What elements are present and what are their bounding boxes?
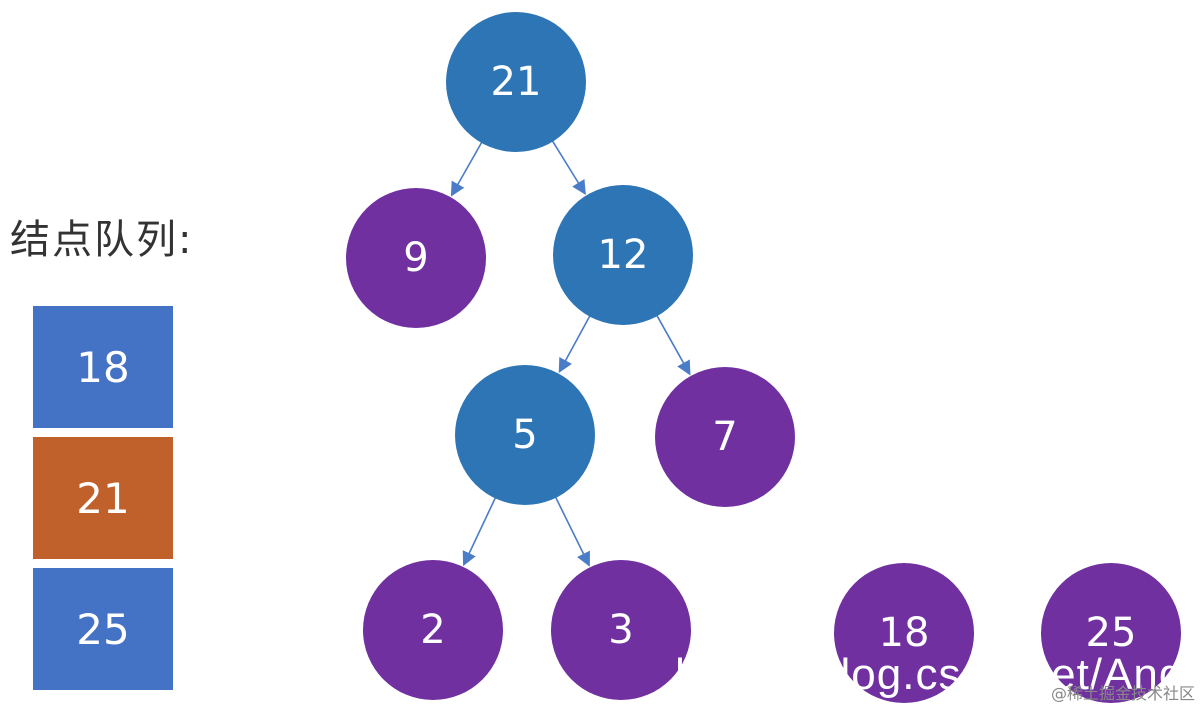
queue-item-1: 18	[33, 306, 173, 428]
node-circle	[1041, 563, 1181, 703]
node-label: 5	[512, 412, 537, 458]
tree-node-5: 5	[455, 365, 595, 505]
edge-n5-n3	[554, 495, 590, 567]
node-circle	[553, 185, 693, 325]
node-circle	[446, 12, 586, 152]
node-circle	[346, 188, 486, 328]
edge-n5-n2	[462, 496, 497, 567]
node-label: 3	[608, 607, 633, 653]
node-circle	[834, 563, 974, 703]
tree-node-12: 12	[553, 185, 693, 325]
node-label: 12	[598, 232, 649, 278]
tree-node-9: 9	[346, 188, 486, 328]
node-circle	[551, 560, 691, 700]
tree-node-18: 18	[834, 563, 974, 703]
node-label: 2	[420, 607, 445, 653]
node-label: 7	[712, 414, 737, 460]
node-circle	[655, 367, 795, 507]
node-circle	[455, 365, 595, 505]
node-label: 9	[403, 235, 428, 281]
queue-item-2: 21	[33, 437, 173, 559]
tree-node-25: 25	[1041, 563, 1181, 703]
queue-title: 结点队列:	[10, 217, 194, 263]
edge-n12-n5	[558, 314, 592, 374]
queue-item-3: 25	[33, 568, 173, 690]
tree-node-3: 3	[551, 560, 691, 700]
site-watermark: @稀土掘金技术社区	[1050, 684, 1195, 703]
node-label: 18	[879, 610, 930, 656]
watermark: https://blog.csdn.net/AngelD	[675, 650, 1201, 699]
tree-node-7: 7	[655, 367, 795, 507]
node-circle	[363, 560, 503, 700]
edge-n21-n9	[450, 140, 484, 197]
edge-n12-n7	[655, 313, 691, 376]
tree-node-21: 21	[446, 12, 586, 152]
tree-node-2: 2	[363, 560, 503, 700]
edge-n21-n12	[551, 139, 586, 195]
node-label: 25	[1086, 610, 1137, 656]
node-label: 21	[491, 59, 542, 105]
